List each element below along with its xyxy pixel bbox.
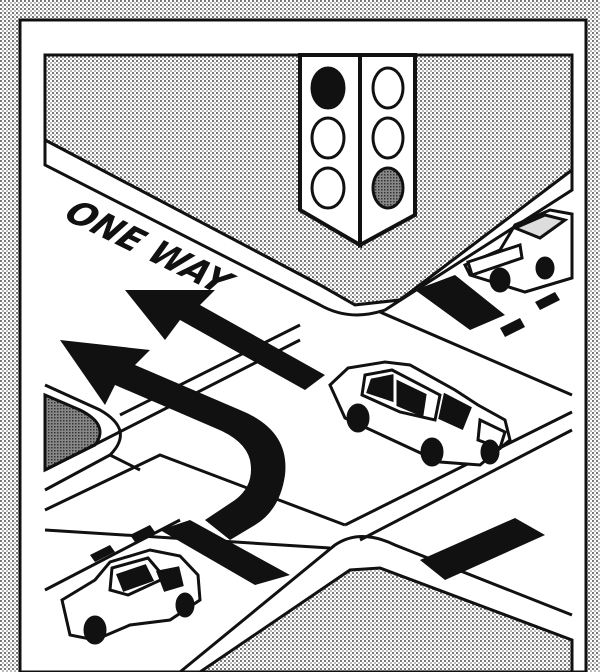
side-red-lamp xyxy=(371,66,405,110)
lower-curb xyxy=(179,535,573,672)
amber-lamp xyxy=(310,116,346,160)
car-in-intersection xyxy=(328,360,512,467)
side-amber-lamp xyxy=(371,116,405,160)
red-lamp-lit xyxy=(310,66,346,110)
upper-curb xyxy=(43,137,574,317)
side-green-lamp xyxy=(371,166,405,210)
parked-car-upper-right xyxy=(462,208,574,294)
green-lamp xyxy=(310,166,346,210)
straight-arrow-left xyxy=(125,290,325,390)
turning-arrow-left xyxy=(60,340,286,540)
car-lower-left xyxy=(60,548,202,645)
lane-markings xyxy=(90,275,560,585)
lower-block xyxy=(197,566,574,672)
traffic-light xyxy=(298,53,417,249)
